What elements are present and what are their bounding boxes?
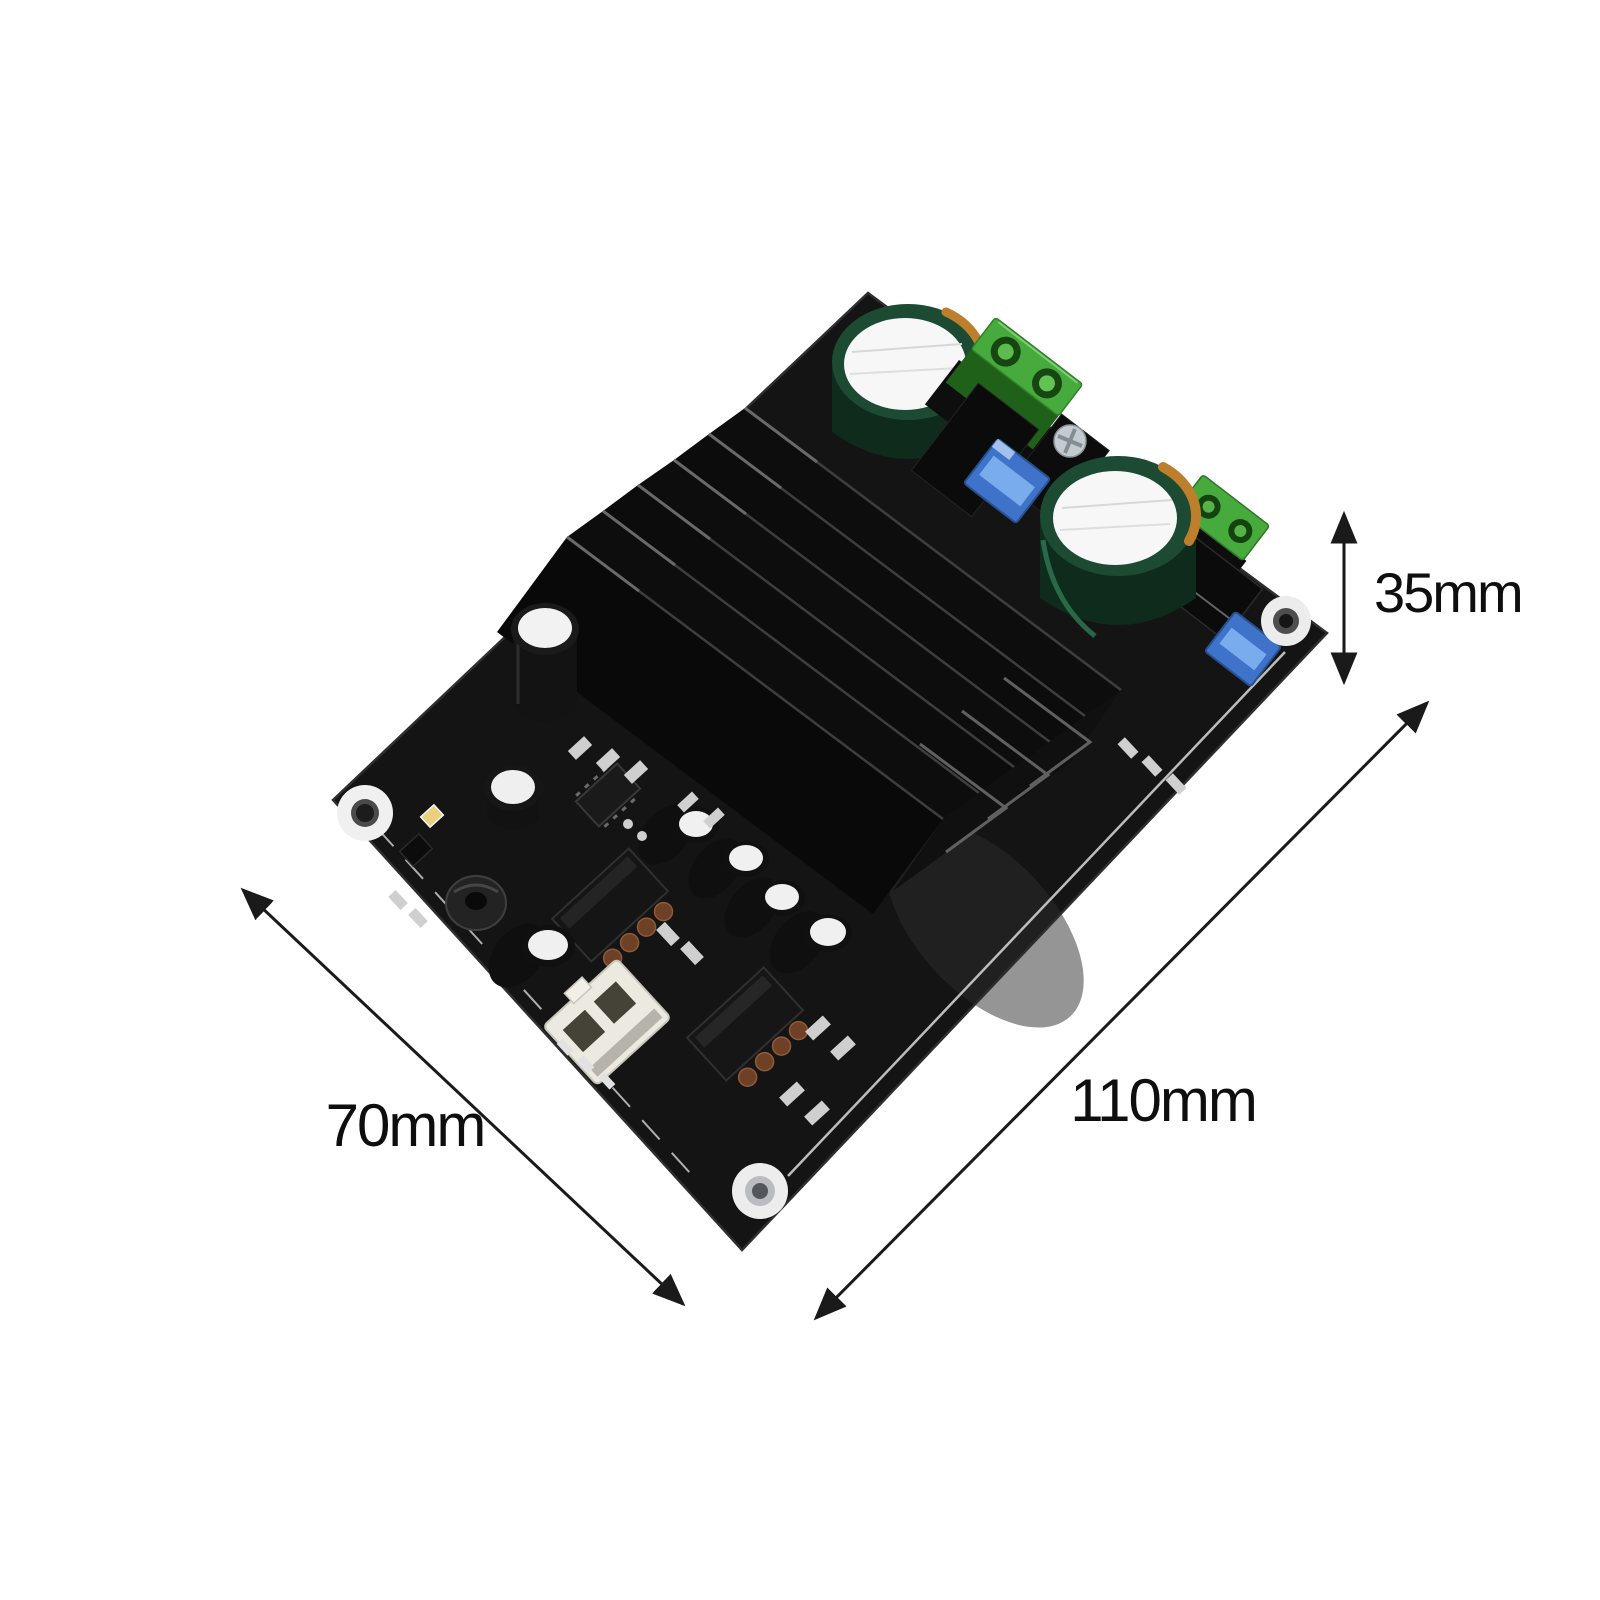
mounting-hole-left	[337, 785, 393, 841]
smd-ic-black	[398, 832, 434, 868]
depth-arrow	[240, 887, 686, 1307]
hole-center	[752, 1183, 768, 1199]
hole-center	[1279, 614, 1293, 628]
terminal1-glint	[997, 321, 1079, 384]
smd-component	[595, 748, 621, 772]
cap-top	[810, 918, 846, 946]
dimension-width: 110mm	[813, 700, 1430, 1321]
toroid-hole	[465, 892, 487, 910]
mounting-screw	[1053, 424, 1087, 458]
dip8-2-pin	[788, 1020, 809, 1041]
toroid-inductor	[445, 875, 507, 931]
cap2-vent-line-2	[1059, 523, 1171, 531]
mounting-hole-right	[1261, 596, 1311, 646]
dimension-annotations: 70mm 110mm 35mm	[240, 510, 1524, 1321]
via-pad	[637, 831, 647, 841]
fin-tip-highlight	[566, 535, 640, 593]
terminal2-screw-1	[1202, 500, 1215, 513]
smd-component	[388, 890, 408, 910]
heatsink-fin	[638, 460, 1050, 767]
dip8-2-body	[685, 966, 805, 1082]
smd-component	[779, 1081, 805, 1107]
trimmer-potentiometer-2	[1204, 611, 1282, 687]
heatsink-fin	[674, 434, 1085, 742]
heatsink-fin	[709, 408, 1121, 716]
fin-tip-highlight	[602, 509, 676, 567]
small-capacitor	[638, 804, 719, 865]
electrolytic-capacitor-medium	[511, 603, 579, 722]
smd-component	[623, 760, 649, 784]
fin-tip-highlight	[637, 483, 711, 541]
small-cap-top	[491, 770, 535, 804]
width-arrow	[813, 700, 1430, 1321]
cap2-top	[1053, 471, 1177, 565]
depth-label: 70mm	[326, 1092, 485, 1159]
terminal2-screw-2	[1234, 525, 1247, 538]
small-capacitor	[724, 877, 805, 938]
via-pad	[623, 819, 633, 829]
cap-top	[679, 811, 713, 837]
filter-capacitor-2	[1040, 456, 1202, 638]
smd-component	[567, 736, 593, 760]
cap1-top	[844, 318, 966, 410]
mounting-hole-bottom	[732, 1163, 788, 1219]
cap1-vent-line-1	[851, 343, 963, 353]
fin-tip-highlight	[708, 432, 782, 490]
cap2-marking	[1158, 462, 1202, 546]
trimmer1-glint	[991, 438, 1016, 461]
fin-tip-highlight	[744, 406, 818, 464]
dip8-2-pin	[737, 1067, 758, 1087]
dip8-ic-2	[685, 966, 809, 1087]
terminal1-screw-2	[1038, 375, 1055, 392]
trimmer2-slot	[1219, 627, 1267, 671]
trimmer1-slot	[979, 455, 1035, 507]
dip8-2-sheen	[694, 975, 773, 1048]
dip8-2-pin	[754, 1051, 775, 1072]
cap2-side-highlight	[1040, 539, 1097, 638]
cap-top	[729, 845, 763, 871]
terminal1-screw-1	[997, 343, 1014, 360]
dip8-2-pin	[771, 1036, 792, 1056]
medium-cap-body	[513, 630, 577, 722]
cap2-vent-line-1	[1061, 499, 1173, 509]
medium-cap-top	[518, 608, 572, 648]
small-capacitor	[484, 765, 542, 829]
smd-component	[677, 791, 699, 813]
smd-component	[703, 807, 725, 829]
heatsink-fin-tip-highlights	[566, 406, 818, 593]
small-capacitor	[688, 838, 769, 899]
dimension-depth: 70mm	[240, 887, 686, 1307]
cap-top	[765, 884, 799, 910]
screw-slot-2	[1063, 428, 1077, 454]
cap-top	[528, 930, 568, 960]
trimmer-potentiometer-1	[963, 438, 1051, 524]
smd-led	[419, 803, 445, 829]
height-label: 35mm	[1374, 561, 1522, 624]
smd-component	[408, 908, 428, 928]
dimension-height: 35mm	[1330, 510, 1524, 686]
width-label: 110mm	[1070, 1067, 1256, 1134]
fin-tip-highlight	[673, 458, 747, 516]
cap1-vent-line-2	[849, 367, 959, 375]
hole-center	[356, 804, 374, 822]
smd-component	[680, 940, 704, 966]
